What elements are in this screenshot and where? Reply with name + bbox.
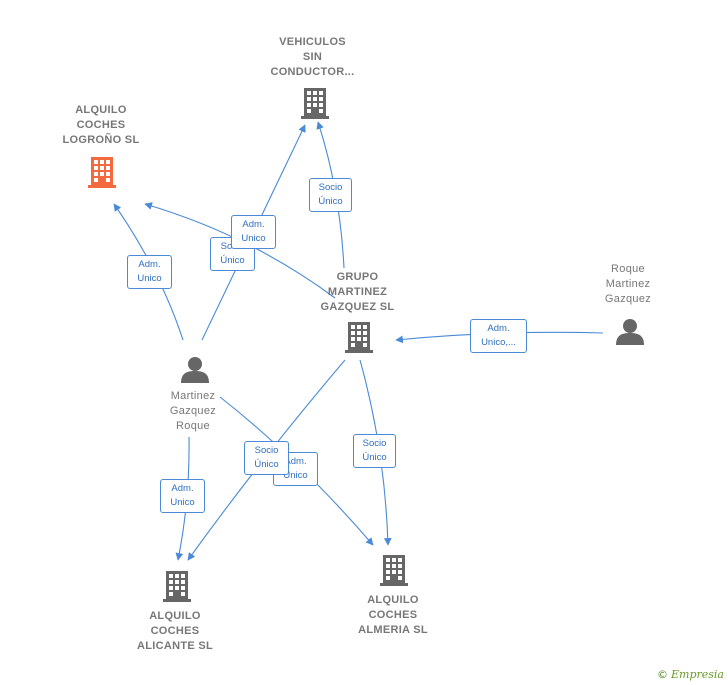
edge-label-line: Adm. xyxy=(284,456,307,467)
node-label-line: ALQUILO xyxy=(149,610,201,622)
edge-label-line: Unico,... xyxy=(481,337,516,348)
node-label-line: COCHES xyxy=(368,609,418,621)
node-label-line: Gazquez xyxy=(604,293,652,305)
node-label-line: Martinez xyxy=(605,278,651,290)
node-label-line: ALQUILO xyxy=(367,594,419,606)
node-label-line: ALQUILO xyxy=(75,104,127,116)
node-label-line: COCHES xyxy=(76,119,126,131)
node-label-line: ALICANTE SL xyxy=(136,640,214,652)
node-label-line: GAZQUEZ SL xyxy=(320,301,395,313)
edge-label-socio-almeria: Socio Único xyxy=(353,434,396,468)
node-logrono[interactable]: ALQUILO COCHES LOGROÑO SL xyxy=(45,103,157,148)
edge-label-line: Adm. xyxy=(487,323,510,334)
edge-label-adm-roque: Adm. Unico,... xyxy=(470,319,527,353)
node-label-line: Roque xyxy=(611,263,645,275)
node-label-line: CONDUCTOR... xyxy=(270,66,355,78)
edge-label-line: Socio xyxy=(318,182,343,193)
node-label-line: Roque xyxy=(176,420,210,432)
node-label-line: Martinez xyxy=(170,390,216,402)
edge-label-line: Unico xyxy=(170,497,195,508)
node-label-line: SIN xyxy=(302,51,323,63)
edge-label-line: Socio xyxy=(254,445,279,456)
building-icon-alicante xyxy=(163,571,191,602)
edge-label-line: Adm. xyxy=(242,219,265,230)
brand-name: Empresia xyxy=(671,668,724,681)
edge-label-line: Único xyxy=(254,459,279,470)
edge-label-adm-alicante: Adm. Unico xyxy=(160,479,205,513)
edge-label-socio-vehiculos: Socio Único xyxy=(309,178,352,212)
building-icon-almeria xyxy=(380,555,408,586)
edge-label-adm-logrono: Adm. Unico xyxy=(127,255,172,289)
edge-label-line: Unico xyxy=(137,273,162,284)
building-icon-logrono xyxy=(88,157,116,188)
node-label-line: COCHES xyxy=(150,625,200,637)
building-icon-grupo xyxy=(345,322,373,353)
node-grupo[interactable]: GRUPO MARTINEZ GAZQUEZ SL xyxy=(300,270,415,315)
edge-label-line: Único xyxy=(220,255,245,266)
brand-watermark[interactable]: ©Empresia xyxy=(657,668,724,681)
node-vehiculos[interactable]: VEHICULOS SIN CONDUCTOR... xyxy=(255,35,370,80)
edge-label-line: Único xyxy=(362,452,387,463)
edge-label-line: Socio xyxy=(362,438,387,449)
edge-label-line: Unico xyxy=(241,233,266,244)
node-label-line: GRUPO xyxy=(336,271,379,283)
node-label-line: LOGROÑO SL xyxy=(62,134,140,146)
copyright-icon: © xyxy=(657,668,668,681)
person-icon-martinez xyxy=(181,357,209,383)
edge-label-adm-vehiculos: Adm. Unico xyxy=(231,215,276,249)
edge-label-line: Único xyxy=(318,196,343,207)
node-label-line: Gazquez xyxy=(169,405,217,417)
node-roque[interactable]: Roque Martinez Gazquez xyxy=(588,262,668,307)
edge-label-line: Unico xyxy=(283,470,308,481)
edge-label-line: Adm. xyxy=(138,259,161,270)
node-label-line: MARTINEZ xyxy=(327,286,388,298)
node-martinez[interactable]: Martinez Gazquez Roque xyxy=(153,389,233,434)
edge-label-socio-alicante: Socio Único xyxy=(244,441,289,475)
node-label-line: VEHICULOS xyxy=(279,36,346,48)
building-icon-vehiculos xyxy=(301,88,329,119)
edge-label-line: Adm. xyxy=(171,483,194,494)
node-almeria[interactable]: ALQUILO COCHES ALMERIA SL xyxy=(338,593,448,638)
node-alicante[interactable]: ALQUILO COCHES ALICANTE SL xyxy=(120,609,230,654)
person-icon-roque xyxy=(616,319,644,345)
node-label-line: ALMERIA SL xyxy=(358,624,428,636)
